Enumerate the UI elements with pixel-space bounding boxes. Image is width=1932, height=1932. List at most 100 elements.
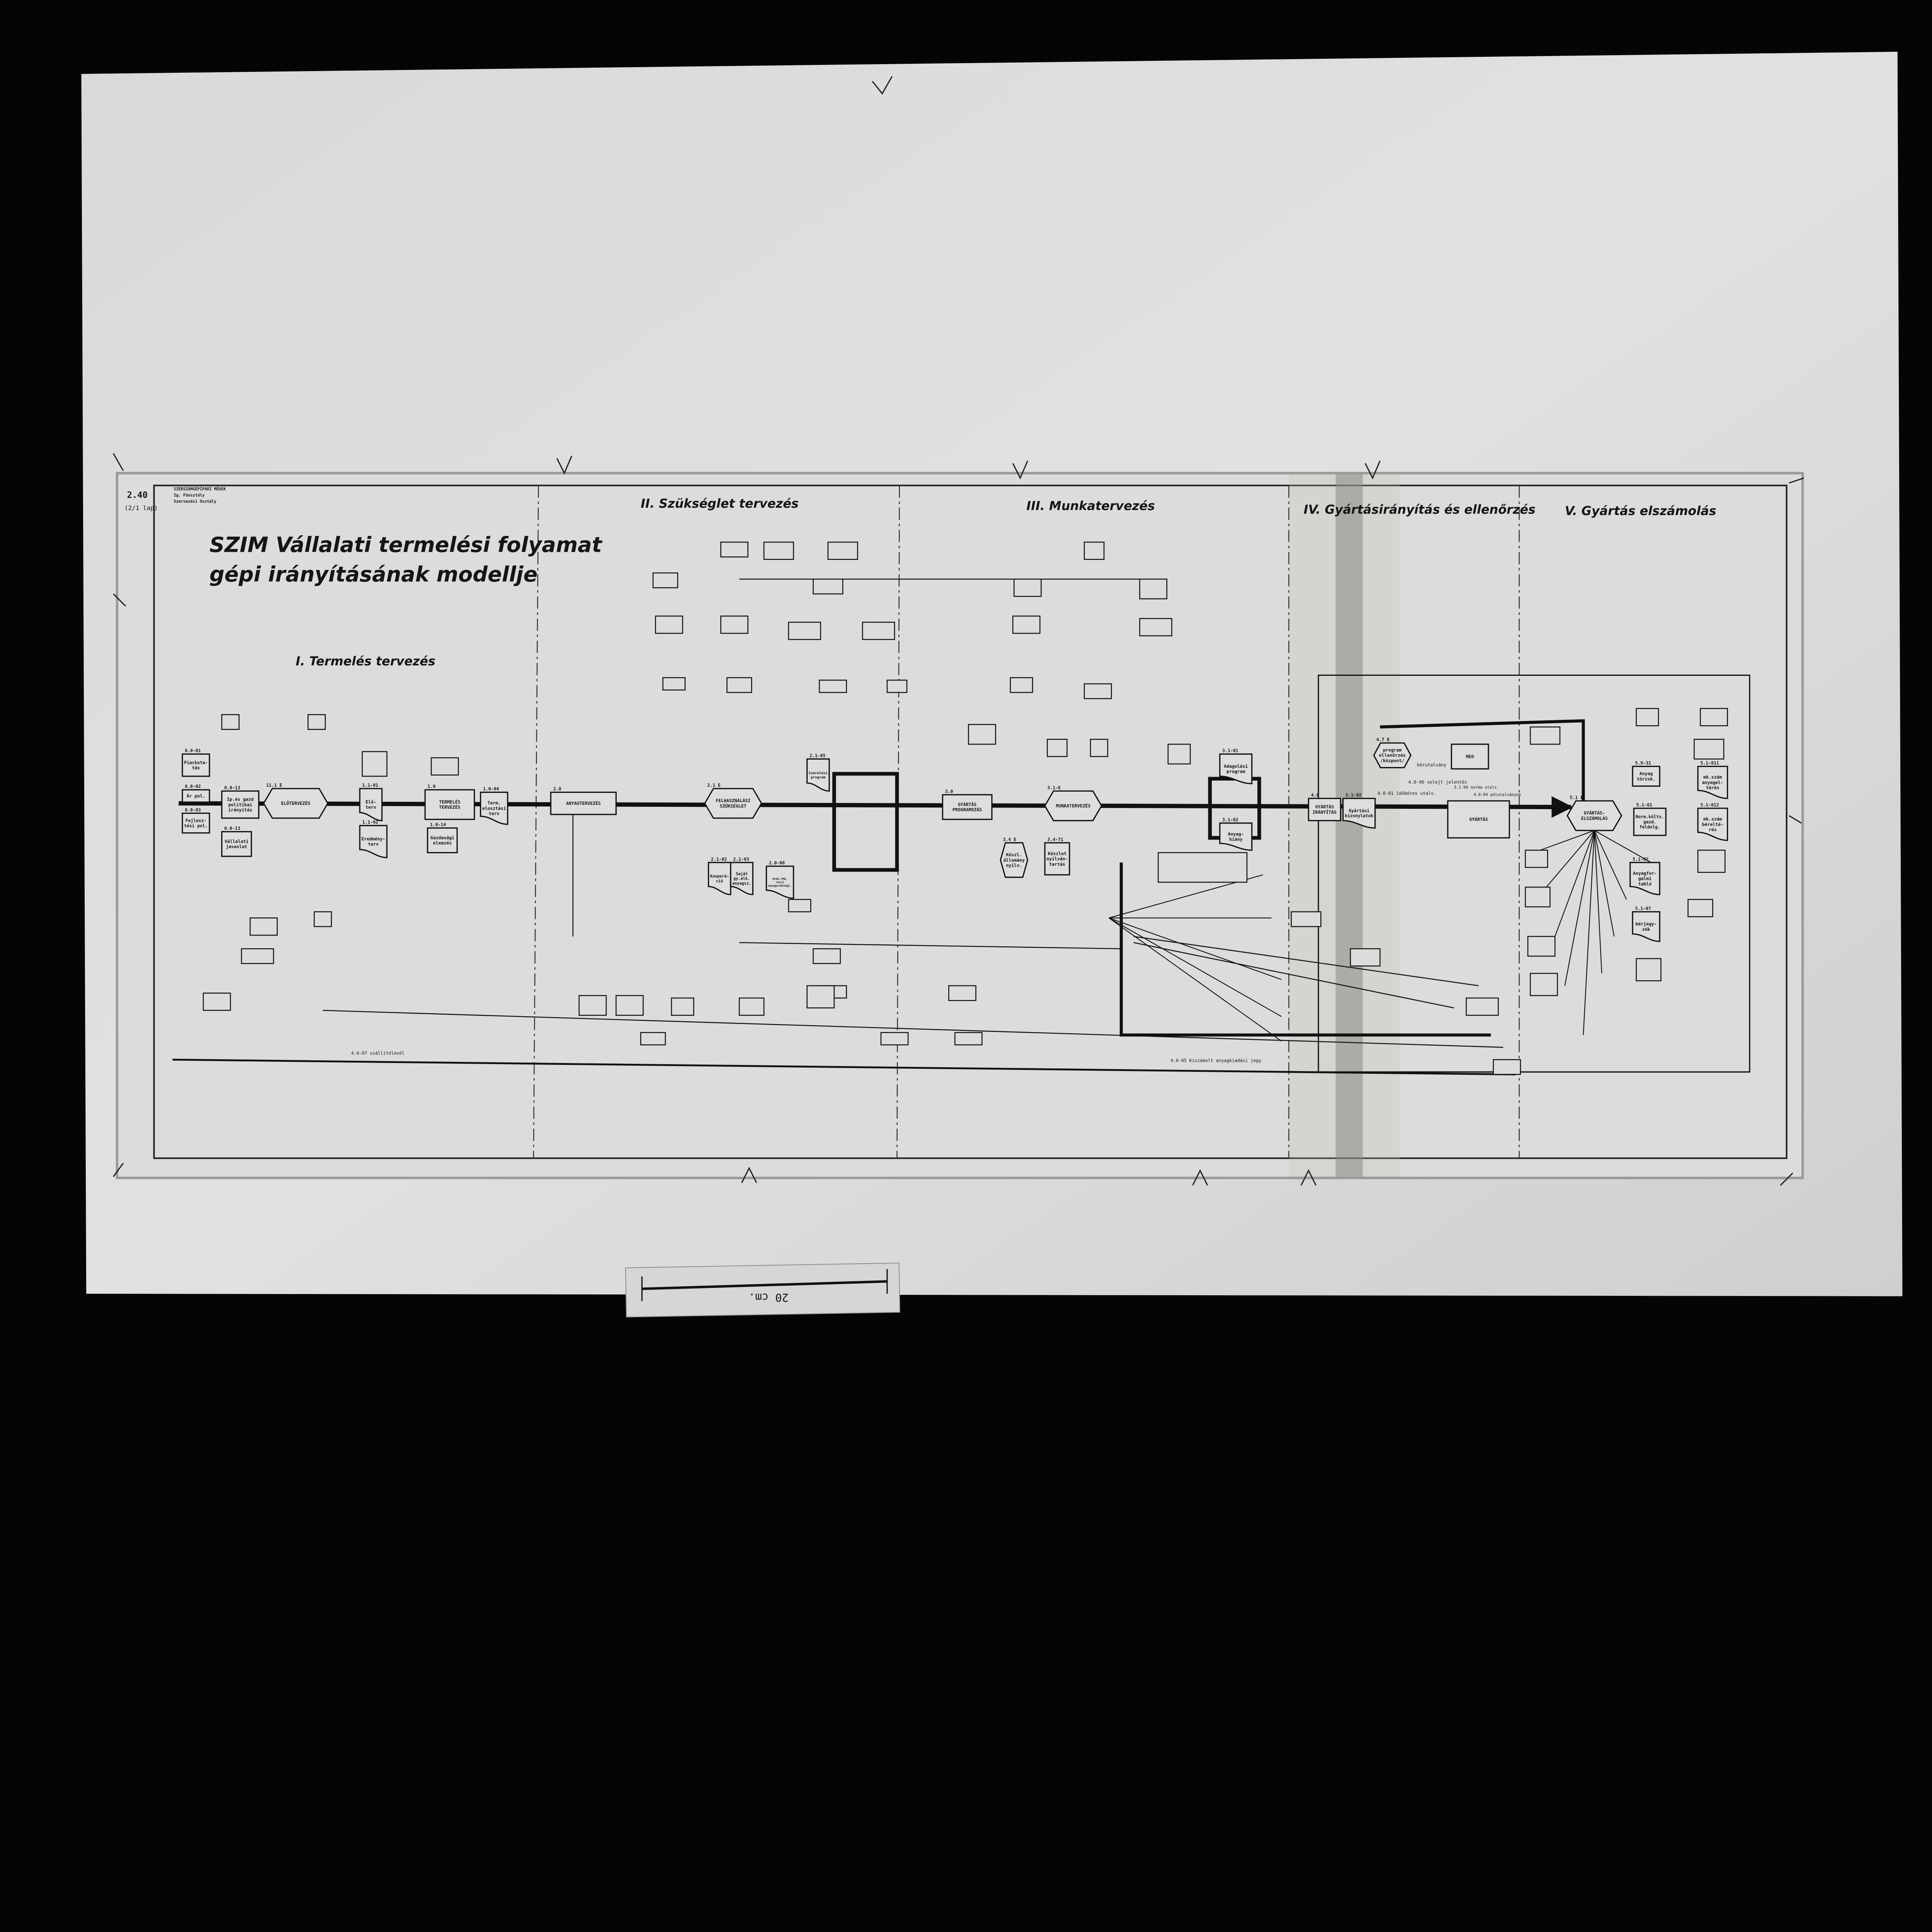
section-heading-2: II. Szükséglet tervezés <box>641 496 799 511</box>
node-label: GYÁRTÁS <box>958 801 976 807</box>
node-code: 0.0-02 <box>185 784 201 789</box>
minor-box <box>806 985 835 1009</box>
node-label: Term. <box>488 800 501 806</box>
scale-bar: 20 cm. <box>625 1262 900 1318</box>
node-shape <box>480 791 509 825</box>
node-code: 2.1-05 <box>810 753 826 758</box>
minor-box <box>720 541 748 558</box>
drawing-frame <box>153 485 1787 1159</box>
minor-box <box>1139 618 1172 636</box>
minor-box <box>1291 911 1321 927</box>
sheet-number: 2.40 <box>127 490 148 500</box>
node-code: 5.1-07 <box>1635 906 1651 911</box>
minor-box <box>221 714 240 730</box>
node-code: 0.0-03 <box>185 807 201 813</box>
node-code: 2.0-06 <box>769 860 785 866</box>
node-label: terv <box>366 804 376 810</box>
node-shape <box>1566 800 1622 831</box>
minor-box <box>880 1032 909 1046</box>
node-shape <box>550 791 617 815</box>
node-shape <box>182 753 210 777</box>
node-label: Anyagfor- <box>1633 871 1657 876</box>
node-label: ció <box>716 879 723 883</box>
node-label: tabló <box>1638 881 1652 886</box>
node-label: feldolg. <box>1639 825 1660 830</box>
node-label: politikai <box>228 802 252 807</box>
minor-box <box>671 997 694 1016</box>
minor-box <box>655 616 683 634</box>
node-label: anyagsz. <box>732 881 751 886</box>
minor-box <box>763 541 794 560</box>
minor-box <box>1525 886 1551 908</box>
node-code: 5.1-01 <box>1636 802 1653 808</box>
node-label: hiány <box>1229 837 1243 842</box>
minor-box <box>307 714 326 730</box>
node-shape <box>1697 808 1728 841</box>
node-label: elosztási <box>482 806 506 811</box>
flow-label: 4.0-05 Kiszámolt anyagkiadási jegy <box>1170 1058 1261 1063</box>
node-label: zék <box>1642 927 1650 932</box>
node-code: 5.9-31 <box>1635 760 1651 766</box>
fan-line <box>1109 917 1282 980</box>
node-label: rés <box>1709 827 1717 832</box>
node-label: gy.alk. <box>733 877 750 881</box>
minor-box <box>1694 738 1725 760</box>
fan-line <box>1594 830 1602 974</box>
flow-label: 4.0-07 szállítólevél <box>351 1051 405 1056</box>
minor-box <box>948 985 976 1001</box>
node-label: anyagszükségl. <box>768 884 792 887</box>
node-label: Piackuta- <box>184 760 207 765</box>
diagram-title-line-1: SZIM Vállalati termelési folyamat <box>209 533 603 557</box>
node-label: terv <box>368 842 379 847</box>
node-label: ELŐTERVEZÉS <box>281 800 310 806</box>
flow-label: 4.0-06 selejt jelentés <box>1408 779 1467 785</box>
minor-box <box>616 995 644 1016</box>
minor-box <box>819 679 847 693</box>
node-code: 11.1 E <box>266 782 282 788</box>
minor-box <box>1139 578 1168 600</box>
node-code: 4.0 <box>1311 793 1319 798</box>
node-label: nyilván- <box>1046 856 1068 862</box>
node-label: Ár pol. <box>187 793 205 799</box>
minor-box <box>1636 958 1662 981</box>
minor-box <box>813 948 841 964</box>
node-shape <box>182 812 210 834</box>
fan-line <box>1594 830 1651 863</box>
node-label: mk.szám <box>1703 816 1722 822</box>
node-shape <box>1629 862 1660 895</box>
minor-box <box>652 572 679 588</box>
minor-box <box>1014 578 1042 597</box>
minor-boxes <box>202 541 1728 1075</box>
fan-line <box>1109 917 1282 1042</box>
photographed-process-diagram: 2.40 (2/1 lap) SZERSZÁMGÉPIPARI MŰVEK Ig… <box>81 51 1903 1318</box>
node-shape <box>1373 742 1412 769</box>
node-code: 3.1-01 <box>1222 748 1238 753</box>
diagram-node: 11.1 E ELŐTERVEZÉS <box>263 782 329 819</box>
node-label: SZÜKSÉGLET <box>720 803 747 809</box>
diagram-node: MEO <box>1451 743 1489 770</box>
node-shape <box>1342 798 1376 829</box>
fan-lines <box>1109 830 1651 1042</box>
node-label: FELHASZNÁLÁSI <box>716 798 750 803</box>
node-label: GYÁRTÁS <box>1469 816 1488 822</box>
minor-box <box>241 948 274 964</box>
node-label: térés <box>1706 785 1719 791</box>
minor-box <box>1527 936 1556 957</box>
fan-line <box>1564 830 1595 986</box>
node-label: javaslat <box>226 844 247 849</box>
node-shape <box>1219 822 1253 851</box>
node-code: 2.1 E <box>707 782 721 788</box>
fan-line <box>1109 917 1282 1017</box>
node-code: 1.0-04 <box>483 786 499 792</box>
node-code: 5.1-02 <box>1633 856 1648 862</box>
